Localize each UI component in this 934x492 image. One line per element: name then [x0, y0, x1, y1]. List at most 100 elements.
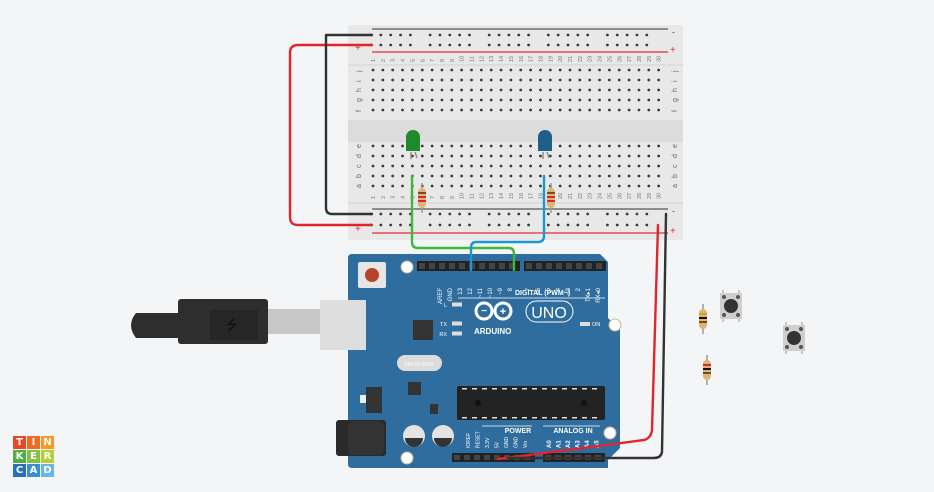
breadboard-hole[interactable] — [608, 144, 611, 148]
breadboard-hole[interactable] — [527, 212, 530, 216]
breadboard-hole[interactable] — [539, 78, 542, 82]
breadboard-hole[interactable] — [517, 43, 521, 47]
breadboard-hole[interactable] — [578, 174, 582, 178]
breadboard-hole[interactable] — [420, 174, 424, 178]
breadboard-hole[interactable] — [539, 164, 542, 168]
breadboard-hole[interactable] — [598, 98, 601, 102]
breadboard-hole[interactable] — [389, 33, 393, 37]
breadboard-hole[interactable] — [389, 212, 393, 216]
breadboard-hole[interactable] — [598, 174, 601, 178]
breadboard-hole[interactable] — [391, 78, 395, 82]
breadboard-hole[interactable] — [539, 88, 542, 92]
breadboard-hole[interactable] — [617, 174, 621, 178]
breadboard-hole[interactable] — [548, 108, 552, 112]
header-pin[interactable] — [479, 263, 485, 269]
breadboard-hole[interactable] — [548, 164, 552, 168]
breadboard-hole[interactable] — [401, 154, 404, 158]
breadboard-hole[interactable] — [548, 98, 552, 102]
header-pin[interactable] — [536, 263, 542, 269]
breadboard-hole[interactable] — [379, 223, 383, 227]
header-pin[interactable] — [464, 455, 470, 460]
breadboard-hole[interactable] — [576, 212, 580, 216]
breadboard-hole[interactable] — [428, 223, 432, 227]
breadboard-hole[interactable] — [470, 98, 473, 102]
breadboard-hole[interactable] — [637, 78, 641, 82]
header-pin[interactable] — [449, 263, 455, 269]
breadboard-hole[interactable] — [568, 68, 572, 72]
breadboard-hole[interactable] — [391, 154, 395, 158]
breadboard-hole[interactable] — [546, 212, 550, 216]
breadboard-hole[interactable] — [606, 43, 609, 47]
breadboard-hole[interactable] — [598, 164, 601, 168]
breadboard-hole[interactable] — [588, 98, 592, 102]
breadboard-hole[interactable] — [468, 223, 471, 227]
breadboard-hole[interactable] — [499, 154, 503, 158]
breadboard-hole[interactable] — [430, 144, 434, 148]
breadboard-hole[interactable] — [625, 43, 629, 47]
breadboard-hole[interactable] — [657, 164, 661, 168]
breadboard-hole[interactable] — [558, 184, 562, 188]
breadboard-hole[interactable] — [409, 43, 412, 47]
breadboard-hole[interactable] — [566, 43, 570, 47]
breadboard-hole[interactable] — [657, 108, 661, 112]
breadboard-hole[interactable] — [379, 33, 383, 37]
breadboard-hole[interactable] — [546, 43, 550, 47]
breadboard-hole[interactable] — [460, 164, 464, 168]
breadboard-hole[interactable] — [608, 154, 611, 158]
breadboard-hole[interactable] — [598, 108, 601, 112]
breadboard-hole[interactable] — [430, 78, 434, 82]
breadboard-hole[interactable] — [617, 108, 621, 112]
breadboard-hole[interactable] — [401, 108, 404, 112]
breadboard-hole[interactable] — [470, 154, 473, 158]
breadboard-hole[interactable] — [497, 223, 501, 227]
header-pin[interactable] — [546, 263, 552, 269]
breadboard-hole[interactable] — [470, 78, 473, 82]
breadboard-hole[interactable] — [430, 174, 434, 178]
breadboard-hole[interactable] — [617, 184, 621, 188]
breadboard-hole[interactable] — [497, 212, 501, 216]
breadboard-hole[interactable] — [578, 164, 582, 168]
breadboard-hole[interactable] — [635, 212, 639, 216]
breadboard-hole[interactable] — [558, 88, 562, 92]
breadboard-hole[interactable] — [371, 68, 375, 72]
breadboard-hole[interactable] — [428, 43, 432, 47]
breadboard-hole[interactable] — [627, 164, 631, 168]
breadboard-hole[interactable] — [517, 223, 521, 227]
breadboard-hole[interactable] — [448, 212, 452, 216]
breadboard-hole[interactable] — [470, 68, 473, 72]
breadboard-hole[interactable] — [586, 43, 590, 47]
breadboard-hole[interactable] — [558, 144, 562, 148]
breadboard-hole[interactable] — [645, 33, 649, 37]
breadboard-hole[interactable] — [637, 184, 641, 188]
breadboard-hole[interactable] — [529, 88, 532, 92]
breadboard-hole[interactable] — [391, 184, 395, 188]
breadboard-hole[interactable] — [460, 98, 464, 102]
breadboard-hole[interactable] — [381, 154, 385, 158]
breadboard-hole[interactable] — [657, 174, 661, 178]
breadboard-hole[interactable] — [479, 144, 483, 148]
breadboard-hole[interactable] — [529, 98, 532, 102]
breadboard-hole[interactable] — [558, 164, 562, 168]
breadboard-hole[interactable] — [627, 88, 631, 92]
breadboard-hole[interactable] — [430, 68, 434, 72]
breadboard-hole[interactable] — [450, 108, 454, 112]
breadboard-hole[interactable] — [598, 184, 601, 188]
breadboard-hole[interactable] — [458, 223, 462, 227]
breadboard-hole[interactable] — [548, 68, 552, 72]
breadboard-hole[interactable] — [578, 98, 582, 102]
breadboard-hole[interactable] — [420, 78, 424, 82]
breadboard-hole[interactable] — [450, 164, 454, 168]
breadboard-hole[interactable] — [529, 68, 532, 72]
breadboard-hole[interactable] — [460, 108, 464, 112]
breadboard-hole[interactable] — [566, 223, 570, 227]
breadboard-hole[interactable] — [586, 223, 590, 227]
breadboard-hole[interactable] — [489, 174, 493, 178]
breadboard-hole[interactable] — [371, 98, 375, 102]
breadboard-hole[interactable] — [637, 88, 641, 92]
breadboard-hole[interactable] — [507, 223, 511, 227]
breadboard-hole[interactable] — [479, 68, 483, 72]
breadboard-hole[interactable] — [487, 212, 491, 216]
breadboard-hole[interactable] — [489, 144, 493, 148]
breadboard-hole[interactable] — [539, 184, 542, 188]
